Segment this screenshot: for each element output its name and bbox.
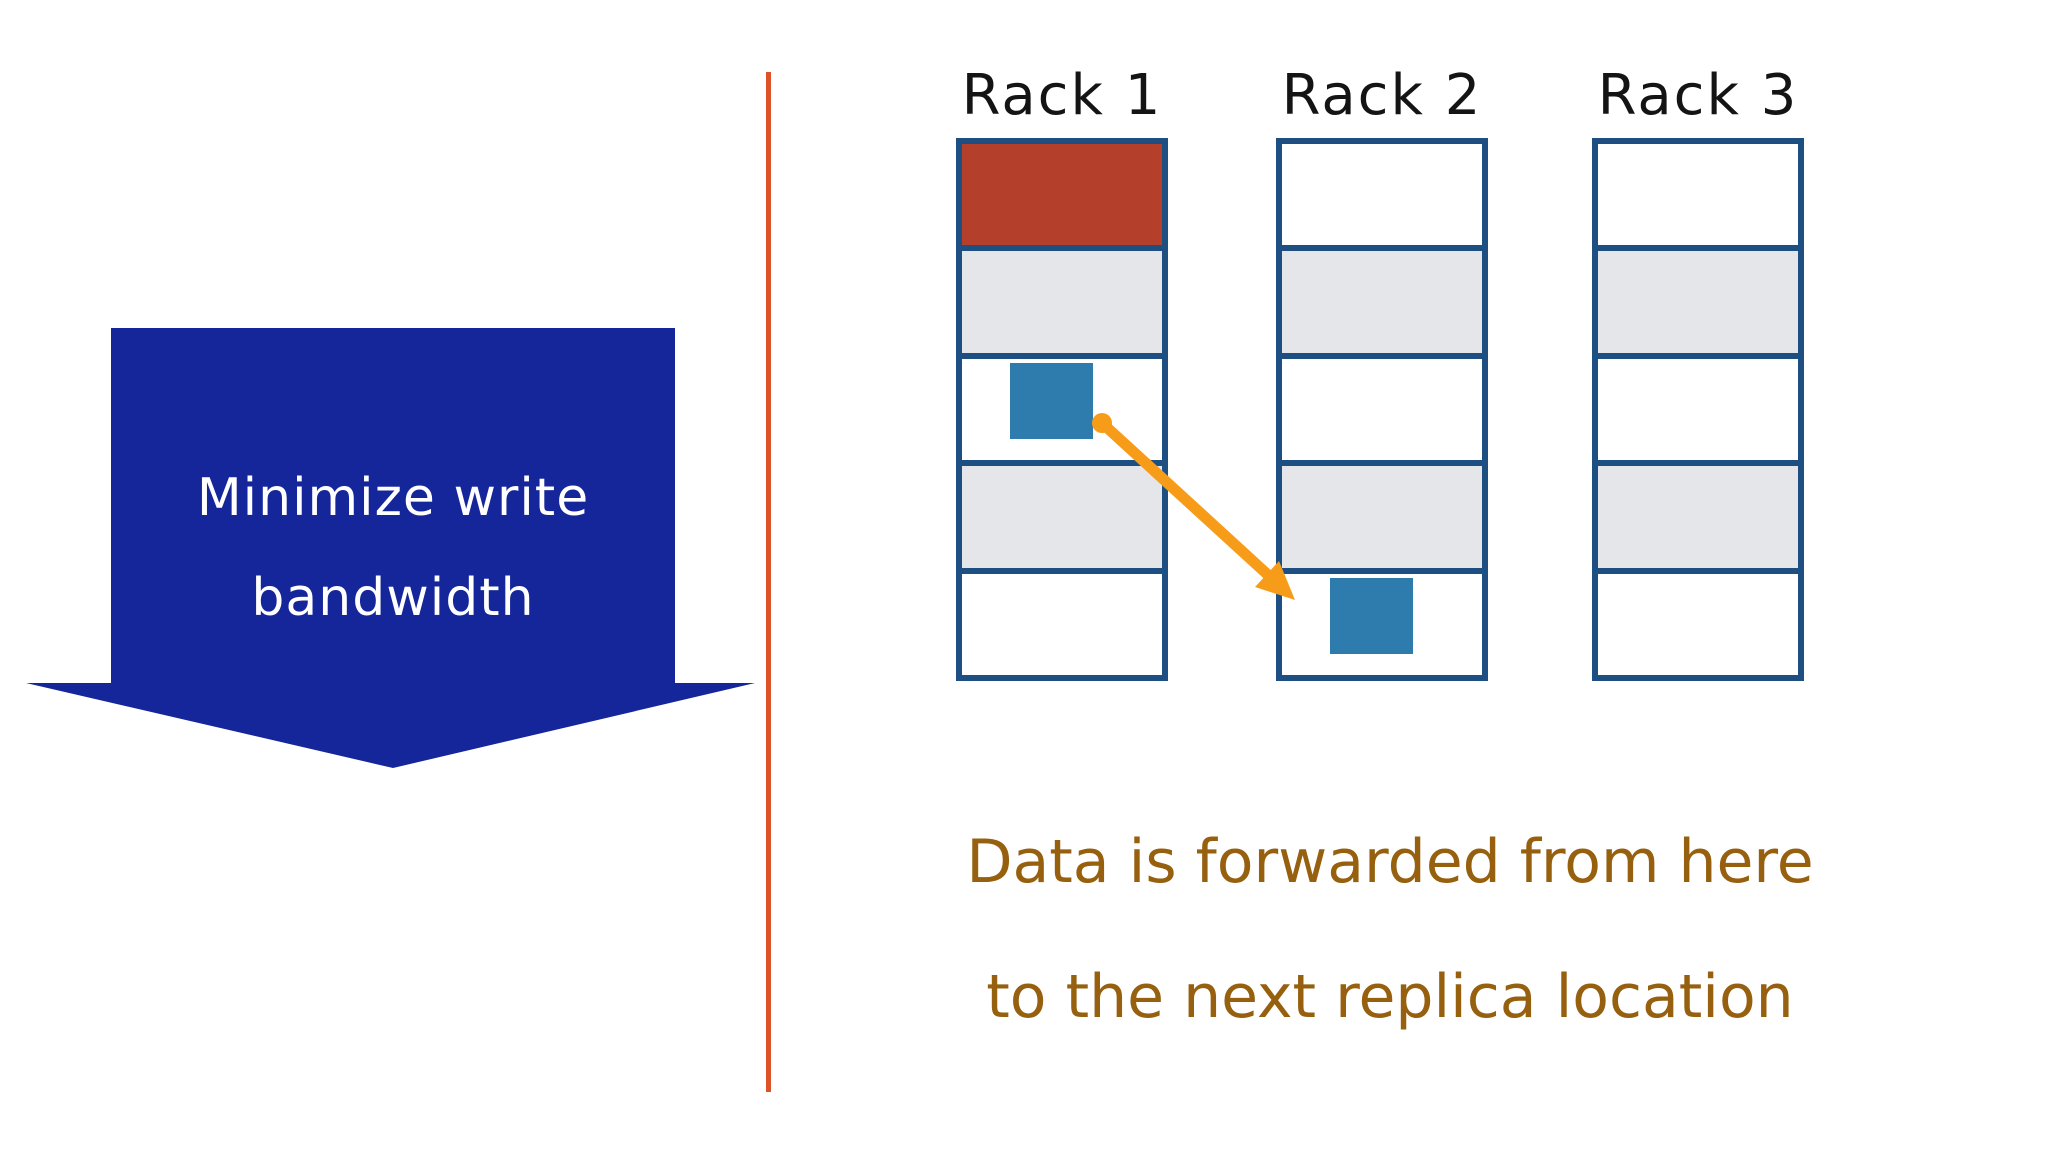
rack-cell [1598,460,1798,568]
rack-cell [962,144,1162,246]
rack-3: Rack 3 [1592,52,1804,681]
rack-1-label: Rack 1 [961,62,1163,128]
caption: Data is forwarded from here to the next … [880,795,1900,1065]
rack-2-label: Rack 2 [1281,62,1483,128]
replica-block [1010,362,1093,439]
rack-cell [1598,567,1798,676]
rack-cell [962,567,1162,676]
caption-line-1: Data is forwarded from here [966,827,1814,897]
rack-cell [1598,144,1798,246]
rack-3-label: Rack 3 [1597,62,1799,128]
banner-line-2: bandwidth [251,568,535,628]
rack-cell [962,352,1162,461]
rack-cell [1282,144,1482,246]
rack-cell [1282,460,1482,568]
rack-2-column [1276,138,1488,681]
rack-cell [1282,245,1482,353]
rack-1: Rack 1 [956,52,1168,681]
rack-cell [1598,352,1798,461]
banner-text: Minimize write bandwidth [111,448,675,648]
caption-line-2: to the next replica location [986,962,1794,1032]
rack-cell [962,460,1162,568]
rack-cell [1282,352,1482,461]
rack-cell [1598,245,1798,353]
replica-block [1330,577,1413,654]
rack-cell [1282,567,1482,676]
rack-2: Rack 2 [1276,52,1488,681]
vertical-divider [766,72,771,1092]
rack-3-column [1592,138,1804,681]
rack-cell [962,245,1162,353]
rack-1-column [956,138,1168,681]
banner-line-1: Minimize write [196,468,590,528]
